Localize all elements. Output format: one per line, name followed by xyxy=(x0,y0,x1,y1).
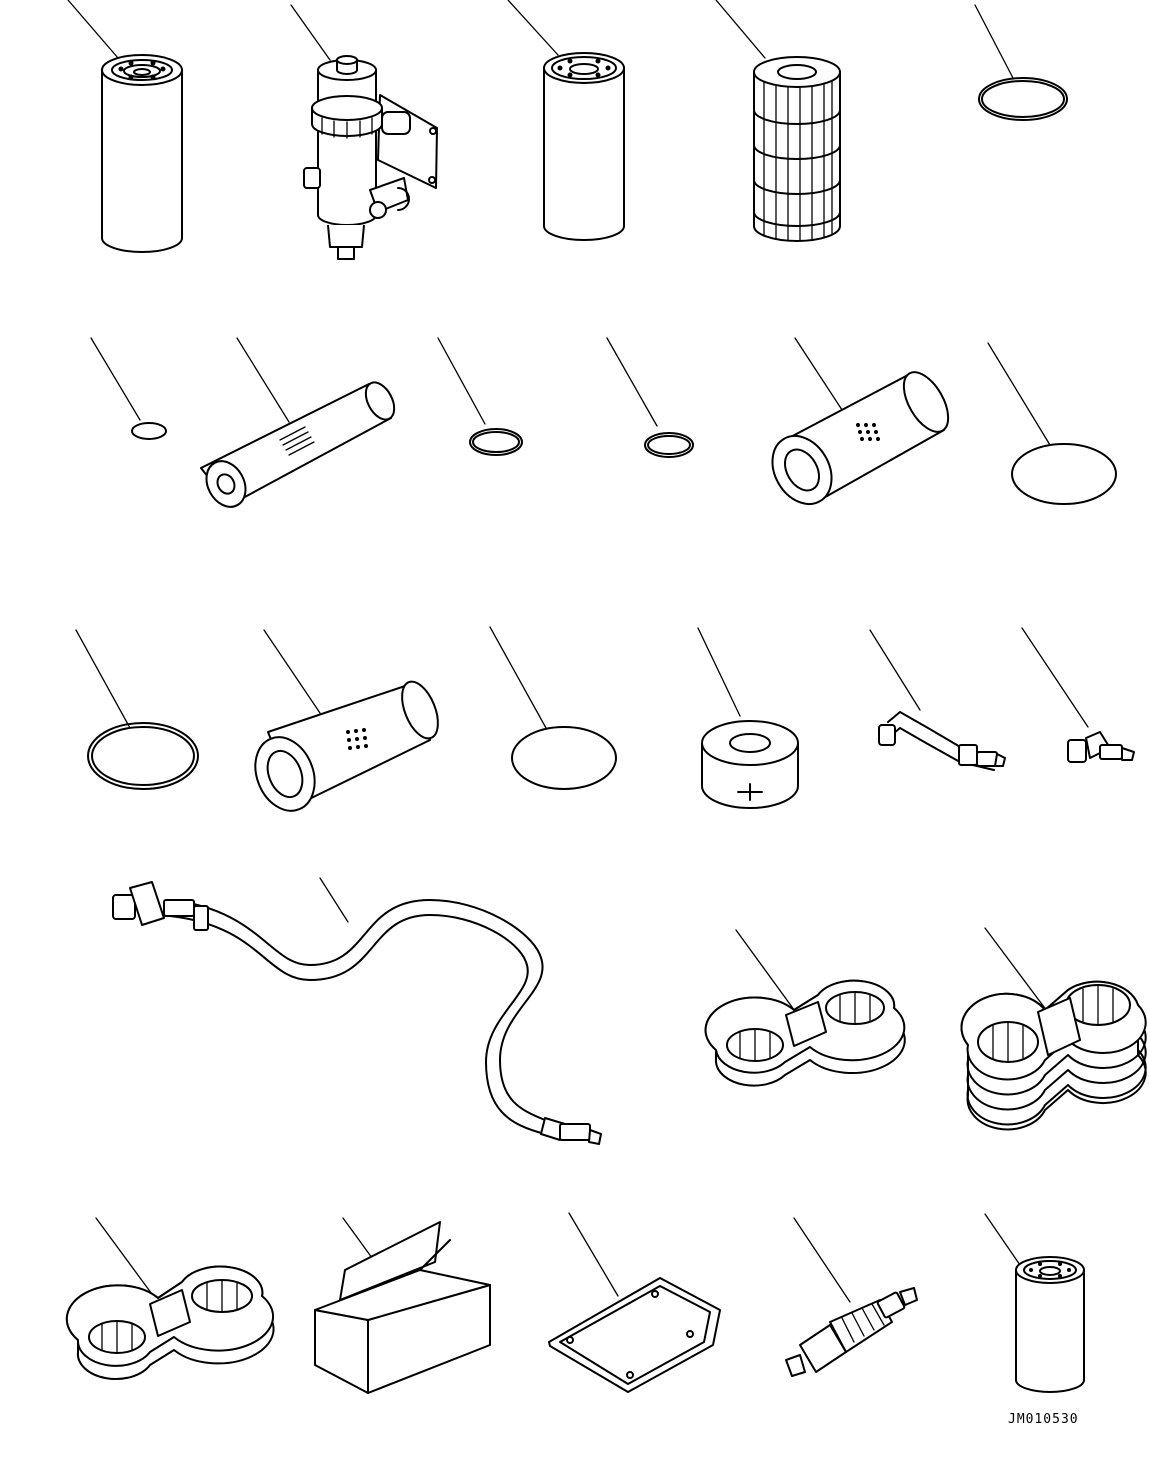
o-ring-row3 xyxy=(76,630,198,789)
spin-on-filter-bottom-right xyxy=(985,1214,1084,1392)
leader-line xyxy=(716,0,765,58)
leader-line xyxy=(569,1213,618,1296)
hose-fitting-short xyxy=(1022,628,1134,762)
small-seal xyxy=(91,338,166,439)
sensor xyxy=(786,1218,917,1376)
o-ring-row2-a xyxy=(438,338,522,455)
leader-line xyxy=(508,0,558,55)
leader-line xyxy=(736,930,800,1018)
leader-line xyxy=(870,630,920,710)
short-filter-element xyxy=(698,628,798,808)
o-ring-top-right xyxy=(975,5,1067,120)
leader-line xyxy=(96,1218,160,1305)
leader-line xyxy=(794,1218,850,1302)
leader-line xyxy=(698,628,740,716)
spin-on-filter-top-middle xyxy=(508,0,624,240)
leader-line xyxy=(1022,628,1088,727)
leader-line xyxy=(795,338,846,416)
drawing-code-label: JM010530 xyxy=(1008,1412,1079,1427)
large-o-ring-row2 xyxy=(988,343,1116,504)
leader-line xyxy=(490,627,546,728)
hose-fitting-long xyxy=(870,630,1005,770)
leader-line xyxy=(988,343,1050,445)
leader-line xyxy=(291,5,330,60)
leader-line xyxy=(237,338,289,422)
filter-element-row2 xyxy=(761,338,958,515)
fuel-water-separator xyxy=(291,5,437,259)
drain-hose xyxy=(113,878,601,1144)
leader-line xyxy=(438,338,485,424)
leader-line xyxy=(76,630,130,728)
leader-line xyxy=(68,0,118,58)
pleated-filter-element xyxy=(716,0,840,241)
leader-line xyxy=(264,630,320,713)
filter-wrench-small xyxy=(706,930,905,1086)
leader-line xyxy=(91,338,140,420)
leader-line xyxy=(607,338,657,426)
leader-line xyxy=(343,1218,375,1262)
o-ring-row2-b xyxy=(607,338,693,457)
spin-on-filter-top-left xyxy=(68,0,182,252)
filter-wrench-large xyxy=(962,928,1146,1129)
large-o-ring-row3 xyxy=(490,627,616,789)
leader-line xyxy=(975,5,1013,78)
leader-line xyxy=(985,928,1050,1015)
leader-line xyxy=(985,1214,1020,1265)
long-filter-element xyxy=(199,338,400,514)
gasket-plate xyxy=(549,1213,720,1392)
filter-element-row3 xyxy=(245,630,445,820)
leader-line xyxy=(320,878,348,922)
filter-wrench-bottom xyxy=(67,1218,274,1379)
carton-box xyxy=(315,1218,490,1393)
